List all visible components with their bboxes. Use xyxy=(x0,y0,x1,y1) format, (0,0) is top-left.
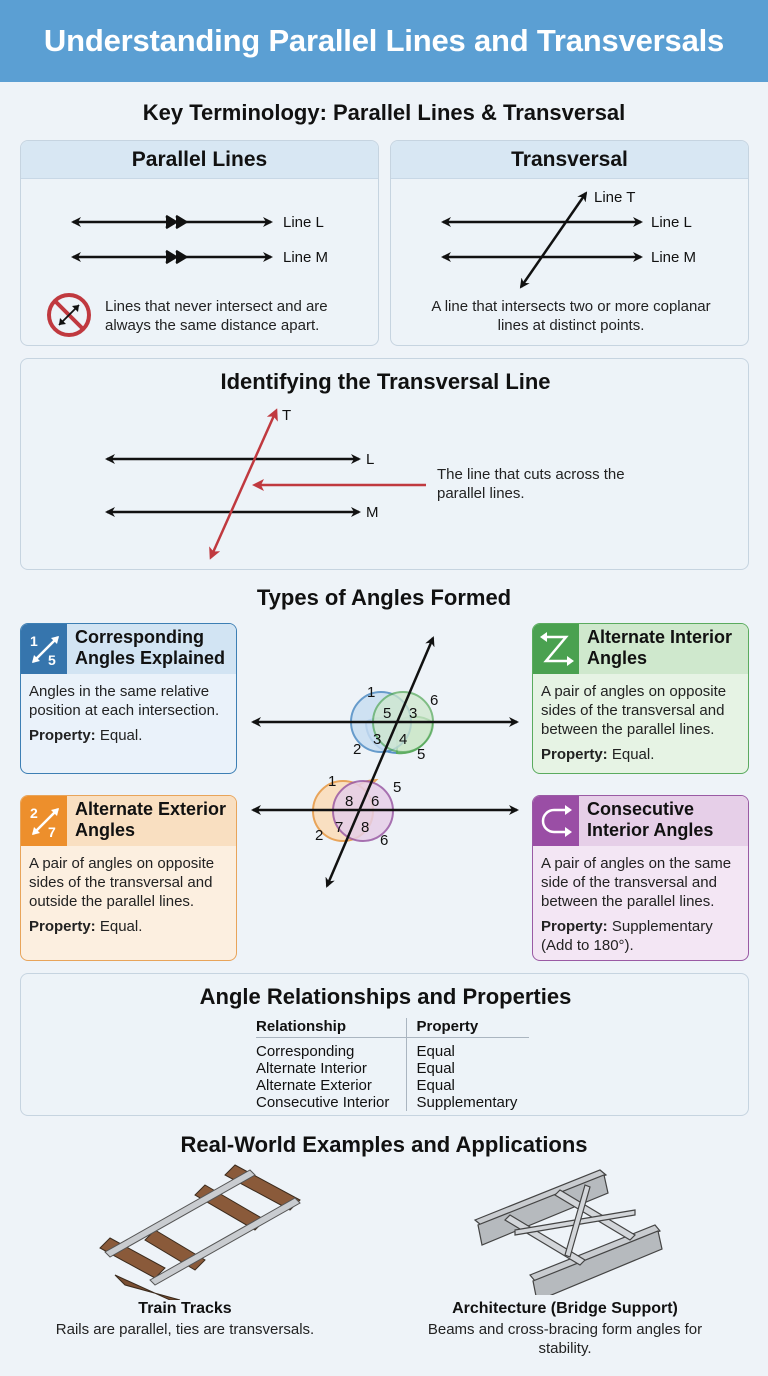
property-label: Property: xyxy=(29,918,96,935)
train-tracks-description: Rails are parallel, ties are transversal… xyxy=(55,1321,315,1338)
alternate-exterior-description: A pair of angles on opposite sides of th… xyxy=(29,855,215,910)
identifying-diagram xyxy=(105,408,426,560)
line-t-label: Line T xyxy=(594,189,636,206)
corresponding-property: Equal. xyxy=(99,727,143,744)
examples-title: Real-World Examples and Applications xyxy=(180,1132,588,1157)
alternate-interior-card: Alternate Interior Angles A pair of angl… xyxy=(532,623,749,774)
m-label: M xyxy=(366,504,379,521)
svg-text:7: 7 xyxy=(48,824,56,840)
alternate-exterior-title: Alternate Exterior Angles xyxy=(75,799,227,840)
svg-text:2: 2 xyxy=(30,805,38,821)
property-label: Property: xyxy=(541,746,608,763)
alternate-interior-property: Equal. xyxy=(611,746,655,763)
relationships-title: Angle Relationships and Properties xyxy=(199,984,572,1009)
t-label: T xyxy=(282,407,292,424)
corresponding-description: Angles in the same relative position at … xyxy=(29,683,220,719)
svg-text:8: 8 xyxy=(361,819,369,836)
svg-text:5: 5 xyxy=(393,779,401,796)
bridge-support-title: Architecture (Bridge Support) xyxy=(452,1300,678,1317)
parallel-lines-diagram xyxy=(71,214,273,265)
transversal-title: Transversal xyxy=(391,141,748,179)
consecutive-interior-property: Supplementary (Add to 180°). xyxy=(541,918,713,954)
line-l-label: Line L xyxy=(283,214,324,231)
svg-text:2: 2 xyxy=(353,741,361,758)
u-turn-arrow-icon xyxy=(533,796,579,846)
svg-text:5: 5 xyxy=(48,652,56,668)
line-m-label: Line M xyxy=(651,249,697,266)
svg-text:8: 8 xyxy=(345,793,353,810)
corresponding-icon: 1 5 xyxy=(21,624,67,674)
transversal-diagram xyxy=(441,191,643,289)
line-m-label: Line M xyxy=(283,249,329,266)
svg-text:1: 1 xyxy=(328,773,336,790)
svg-text:4: 4 xyxy=(399,731,407,748)
corresponding-title: Corresponding Angles Explained xyxy=(75,627,226,668)
transversal-callout: The line that cuts across the parallel l… xyxy=(437,466,625,502)
identifying-title: Identifying the Transversal Line xyxy=(220,369,551,394)
svg-text:1: 1 xyxy=(30,633,38,649)
column-header: Property xyxy=(405,1018,530,1038)
header-banner: Understanding Parallel Lines and Transve… xyxy=(0,0,768,82)
consecutive-interior-description: A pair of angles on the same side of the… xyxy=(541,855,732,910)
svg-text:7: 7 xyxy=(335,819,343,836)
svg-text:5: 5 xyxy=(417,746,425,763)
property-label: Property: xyxy=(29,727,96,744)
svg-text:3: 3 xyxy=(373,731,381,748)
train-tracks-illustration xyxy=(99,1164,301,1300)
alternate-interior-description: A pair of angles on opposite sides of th… xyxy=(541,683,727,738)
bridge-support-illustration xyxy=(473,1169,663,1295)
consecutive-interior-title: Consecutive Interior Angles xyxy=(587,799,714,840)
angles-title: Types of Angles Formed xyxy=(256,585,512,610)
alternate-interior-title: Alternate Interior Angles xyxy=(587,627,733,668)
angles-diagram: 1 6 2 5 5 3 3 4 1 5 2 6 8 6 7 8 xyxy=(251,636,519,888)
svg-text:6: 6 xyxy=(371,793,379,810)
train-tracks-title: Train Tracks xyxy=(138,1300,232,1317)
bridge-support-description: Beams and cross-bracing form angles for … xyxy=(427,1321,703,1357)
z-arrows-icon xyxy=(533,624,579,674)
svg-text:2: 2 xyxy=(315,827,323,844)
svg-text:3: 3 xyxy=(409,705,417,722)
svg-text:6: 6 xyxy=(380,832,388,849)
key-terminology-title: Key Terminology: Parallel Lines & Transv… xyxy=(142,100,626,125)
property-label: Property: xyxy=(541,918,608,935)
parallel-lines-description: Lines that never intersect and are alway… xyxy=(105,298,328,334)
relationships-panel: Angle Relationships and Properties Relat… xyxy=(20,973,749,1116)
alternate-exterior-property: Equal. xyxy=(99,918,143,935)
no-intersect-icon xyxy=(47,293,91,337)
alternate-exterior-card: 2 7 Alternate Exterior Angles A pair of … xyxy=(20,795,237,961)
page-title: Understanding Parallel Lines and Transve… xyxy=(43,23,725,58)
column-header: Relationship xyxy=(256,1018,406,1038)
alternate-exterior-icon: 2 7 xyxy=(21,796,67,846)
parallel-lines-panel: Parallel Lines Line L Line M Lines that … xyxy=(20,140,379,346)
identifying-panel: Identifying the Transversal Line T L M T… xyxy=(20,358,749,570)
svg-text:5: 5 xyxy=(383,705,391,722)
svg-text:6: 6 xyxy=(430,692,438,709)
line-l-label: Line L xyxy=(651,214,692,231)
consecutive-interior-card: Consecutive Interior Angles A pair of an… xyxy=(532,795,749,961)
transversal-description: A line that intersects two or more copla… xyxy=(431,298,711,334)
transversal-panel: Transversal Line T Line L Line M A line … xyxy=(390,140,749,346)
corresponding-angles-card: 1 5 Corresponding Angles Explained Angle… xyxy=(20,623,237,774)
l-label: L xyxy=(366,451,375,468)
svg-text:1: 1 xyxy=(367,684,375,701)
parallel-lines-title: Parallel Lines xyxy=(21,141,378,179)
